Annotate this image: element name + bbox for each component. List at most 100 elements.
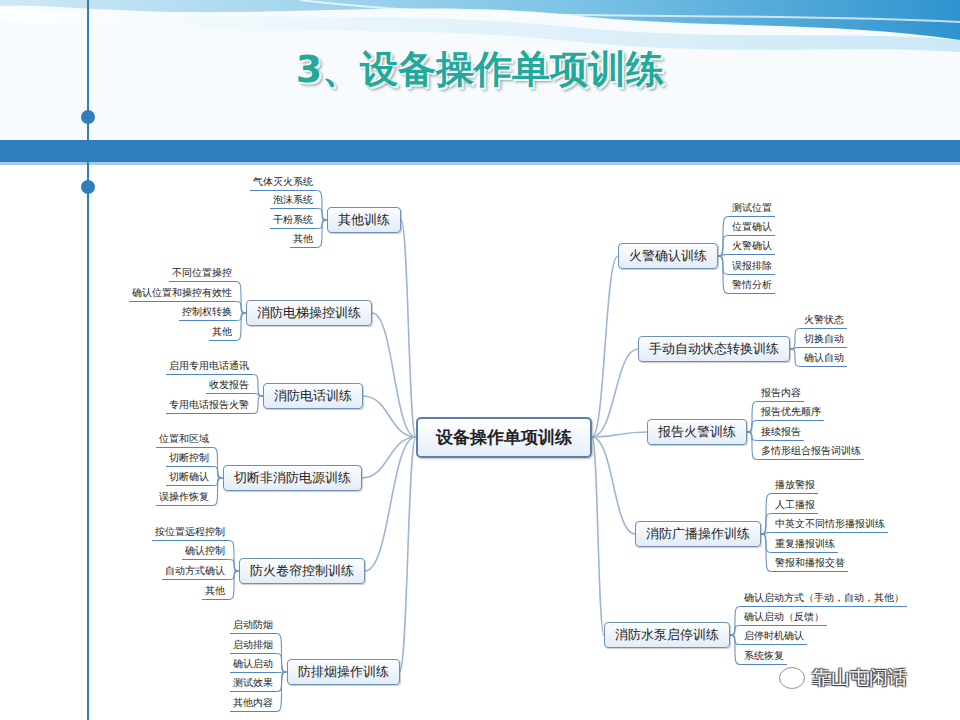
- watermark: 靠山屯闲话: [812, 665, 907, 691]
- leaf-item: 重复播报训练: [772, 537, 838, 553]
- leaf-item: 火警确认: [729, 239, 775, 255]
- node-text: 不同位置操控: [172, 266, 232, 280]
- leaf-connector: [228, 560, 239, 572]
- node-text: 警报和播报交替: [775, 556, 845, 570]
- slide-title: 3、设备操作单项训练: [296, 47, 664, 91]
- leaf-item: 测试位置: [729, 201, 775, 217]
- leaf-item: 启动防烟: [230, 618, 276, 634]
- node-text: 多情形组合报告词训练: [761, 444, 861, 458]
- node-text: 确认位置和操控有效性: [132, 286, 232, 300]
- leaf-connector: [730, 635, 741, 665]
- leaf-connector: [228, 571, 239, 600]
- node-text: 切断非消防电源训练: [234, 469, 351, 487]
- leaf-item: 确认启动（反馈）: [741, 610, 827, 626]
- leaf-item: 泡沫系统: [270, 193, 316, 209]
- leaf-connector: [761, 534, 772, 572]
- leaf-connector: [212, 448, 223, 479]
- node-text: 切断确认: [169, 470, 209, 484]
- leaf-item: 切换自动: [801, 332, 847, 348]
- leaf-connector: [276, 654, 287, 673]
- leaf-connector: [228, 571, 239, 580]
- leaf-connector: [718, 217, 729, 257]
- node-text: 确认自动: [804, 351, 844, 365]
- node-text: 重复播报训练: [775, 537, 835, 551]
- node-text: 测试位置: [732, 201, 772, 215]
- node-text: 报告火警训练: [658, 423, 736, 441]
- leaf-connector: [718, 256, 729, 294]
- leaf-item: 系统恢复: [741, 649, 787, 665]
- leaf-connector: [316, 191, 327, 221]
- branch-box: 其他训练: [327, 207, 401, 233]
- leaf-connector: [730, 635, 741, 645]
- node-text: 位置和区域: [159, 432, 209, 446]
- node-text: 误操作恢复: [159, 490, 209, 504]
- header-wave-line: [300, 0, 960, 22]
- leaf-item: 警报和播报交替: [772, 556, 848, 572]
- leaf-item: 多情形组合报告词训练: [758, 444, 864, 460]
- leaf-connector: [316, 209, 327, 221]
- node-text: 按位置远程控制: [155, 525, 225, 539]
- leaf-item: 控制权转换: [179, 305, 235, 321]
- node-text: 自动方式确认: [165, 564, 225, 578]
- node-text: 控制权转换: [182, 305, 232, 319]
- leaf-connector: [235, 282, 246, 314]
- leaf-item: 其他: [290, 232, 316, 248]
- leaf-connector: [212, 467, 223, 479]
- leaf-connector: [761, 494, 772, 535]
- branch-connector: [400, 437, 417, 672]
- branch-connector: [592, 349, 638, 437]
- watermark-text: 靠山屯闲话: [812, 666, 907, 688]
- leaf-item: 启动排烟: [230, 638, 276, 654]
- leaf-connector: [761, 514, 772, 535]
- header-ground: [0, 0, 960, 140]
- leaf-connector: [235, 302, 246, 314]
- leaf-item: 中英文不同情形播报训练: [772, 517, 888, 533]
- margin-line: [87, 0, 89, 720]
- branch-box: 防火卷帘控制训练: [239, 558, 365, 584]
- leaf-item: 其他内容: [230, 696, 276, 712]
- leaf-connector: [252, 396, 263, 414]
- header-bar-shadow: [0, 162, 960, 165]
- leaf-item: 人工播报: [772, 498, 818, 514]
- leaf-item: 接续报告: [758, 425, 804, 441]
- branch-connector: [401, 220, 416, 437]
- branch-connector: [372, 313, 416, 437]
- node-text: 位置确认: [732, 220, 772, 234]
- leaf-connector: [235, 313, 246, 321]
- leaf-item: 启停时机确认: [741, 629, 807, 645]
- node-text: 确认启动（反馈）: [744, 610, 824, 624]
- node-text: 报告内容: [761, 386, 801, 400]
- node-text: 接续报告: [761, 425, 801, 439]
- branch-connector: [592, 432, 647, 437]
- leaf-item: 确认启动方式（手动，自动，其他）: [741, 591, 907, 607]
- leaf-connector: [235, 313, 246, 341]
- margin-dot: [81, 180, 95, 194]
- node-text: 消防水泵启停训练: [615, 626, 719, 644]
- branch-connector: [592, 437, 604, 635]
- node-text: 干粉系统: [273, 213, 313, 227]
- branch-connector: [592, 256, 618, 437]
- leaf-item: 警情分析: [729, 278, 775, 294]
- node-text: 火警确认训练: [629, 247, 707, 265]
- node-text: 设备操作单项训练: [436, 426, 572, 449]
- node-text: 确认启动: [233, 657, 273, 671]
- node-text: 播放警报: [775, 478, 815, 492]
- branch-box: 切断非消防电源训练: [223, 465, 362, 491]
- leaf-item: 干粉系统: [270, 213, 316, 229]
- node-text: 防排烟操作训练: [298, 663, 389, 681]
- leaf-connector: [790, 349, 801, 367]
- leaf-item: 报告内容: [758, 386, 804, 402]
- branch-box: 消防电话训练: [263, 383, 363, 409]
- node-text: 消防电话训练: [274, 387, 352, 405]
- leaf-item: 气体灭火系统: [250, 175, 316, 191]
- leaf-item: 确认控制: [182, 544, 228, 560]
- node-text: 中英文不同情形播报训练: [775, 517, 885, 531]
- leaf-item: 误操作恢复: [156, 490, 212, 506]
- node-text: 防火卷帘控制训练: [250, 562, 354, 580]
- leaf-item: 确认自动: [801, 351, 847, 367]
- leaf-connector: [730, 626, 741, 636]
- node-text: 气体灭火系统: [253, 175, 313, 189]
- leaf-item: 启用专用电话通讯: [166, 359, 252, 375]
- leaf-item: 按位置远程控制: [152, 525, 228, 541]
